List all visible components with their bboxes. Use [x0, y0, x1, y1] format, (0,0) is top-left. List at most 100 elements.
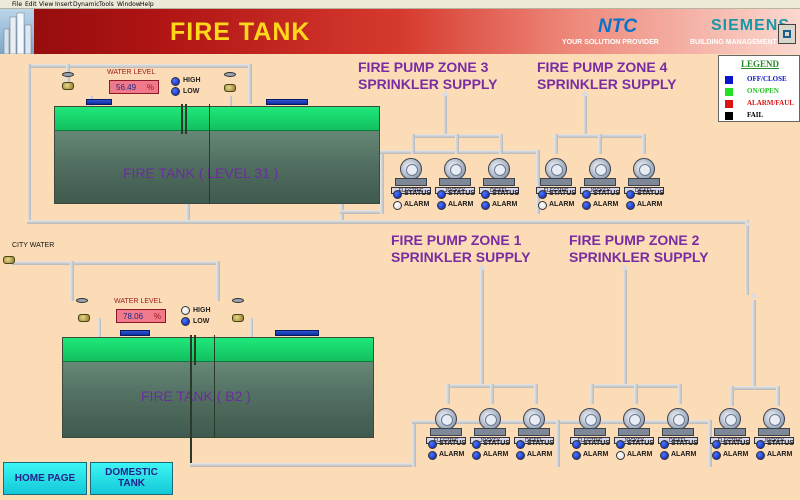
electric-pump-zone-3[interactable]: ELECTRIC	[391, 158, 431, 194]
sprinkler-head-icon	[750, 292, 758, 298]
diesel-pump-zone-1[interactable]: DIESEL	[514, 408, 554, 444]
pump-tag-label: ELECTRIC	[710, 437, 750, 444]
legend-label: OFF/CLOSE	[747, 75, 787, 83]
menu-view[interactable]: View	[39, 1, 54, 8]
menu-file[interactable]: File	[12, 1, 23, 8]
pipe	[534, 384, 538, 404]
zone-title-line1: FIRE PUMP ZONE 2	[569, 232, 700, 248]
pipe	[678, 384, 682, 404]
pump-tag-label: ELECTRIC	[426, 437, 466, 444]
pipe	[556, 420, 560, 467]
tank-hatch	[275, 330, 319, 336]
tank-hatch	[86, 99, 112, 105]
valve-icon[interactable]	[232, 314, 244, 322]
low-level-indicator	[181, 317, 190, 326]
status-label: STATUS	[549, 190, 576, 197]
electric-pump-zone-2[interactable]: ELECTRIC	[570, 408, 610, 444]
alarm-label: ALARM	[767, 451, 793, 458]
siemens-tagline: BUILDING MANAGEMENT SY	[690, 39, 788, 46]
alarm-label: ALARM	[404, 201, 430, 208]
menu-window[interactable]: Window	[117, 1, 141, 8]
pump-base	[483, 178, 515, 186]
alarm-indicator	[572, 451, 581, 460]
alarm-indicator	[582, 201, 591, 210]
legend-swatch	[725, 88, 733, 96]
legend-panel: LEGEND OFF/CLOSE ON/OPEN ALARM/FAUL FAIL	[718, 55, 800, 122]
legend-swatch	[725, 112, 733, 120]
electric-pump-zone-4[interactable]: ELECTRIC	[536, 158, 576, 194]
status-label: STATUS	[593, 190, 620, 197]
zone-title-line1: FIRE PUMP ZONE 4	[537, 59, 668, 75]
alarm-label: ALARM	[527, 451, 553, 458]
water-level-caption: WATER LEVEL	[107, 69, 156, 76]
pipe	[752, 300, 756, 390]
valve-icon[interactable]	[62, 82, 74, 90]
legend-swatch	[725, 100, 733, 108]
jockey-pump-zone-2[interactable]: JOCKEY	[614, 408, 654, 444]
siemens-logo: SIEMENS	[711, 17, 791, 34]
ntc-tagline: YOUR SOLUTION PROVIDER	[562, 39, 659, 46]
alarm-indicator	[756, 451, 765, 460]
alarm-indicator	[516, 451, 525, 460]
status-indicator	[437, 190, 446, 199]
diesel-pump-zone-4[interactable]: DIESEL	[624, 158, 664, 194]
menu-insert[interactable]: Insert	[55, 1, 73, 8]
valve-handle-icon[interactable]	[232, 298, 244, 303]
domestic-tank-label-line1: DOMESTIC	[105, 467, 158, 478]
menu-edit[interactable]: Edit	[25, 1, 37, 8]
pump-tag-label: DIESEL	[479, 187, 519, 194]
valve-handle-icon[interactable]	[224, 72, 236, 77]
legend-item-on-open: ON/OPEN	[723, 86, 800, 98]
home-page-button[interactable]: HOME PAGE	[3, 462, 87, 495]
legend-item-off-close: OFF/CLOSE	[723, 74, 800, 86]
pipe	[554, 134, 558, 154]
status-label: STATUS	[637, 190, 664, 197]
menu-tools[interactable]: Tools	[99, 1, 114, 8]
valve-handle-icon[interactable]	[76, 298, 88, 303]
fire-tank-b2[interactable]: FIRE TANK ( B2 )	[62, 337, 374, 438]
menu-dynamic[interactable]: Dynamic	[73, 1, 100, 8]
jockey-pump-zone-extra[interactable]: JOCKEY	[754, 408, 794, 444]
valve-handle-icon[interactable]	[62, 72, 74, 77]
water-level-display: 78.06 %	[116, 309, 166, 323]
water-level-value: 78.06	[123, 312, 144, 321]
pipe	[745, 220, 749, 295]
status-label: STATUS	[527, 440, 554, 447]
domestic-tank-button[interactable]: DOMESTIC TANK	[90, 462, 173, 495]
pump-base	[584, 178, 616, 186]
pump-impeller-icon	[633, 158, 655, 180]
pipe	[380, 150, 384, 214]
diesel-pump-zone-2[interactable]: DIESEL	[658, 408, 698, 444]
pipe	[490, 384, 494, 404]
pump-tag-label: JOCKEY	[435, 187, 475, 194]
electric-pump-zone-extra[interactable]: ELECTRIC	[710, 408, 750, 444]
valve-icon[interactable]	[224, 84, 236, 92]
pump-base	[628, 178, 660, 186]
page-title: FIRE TANK	[170, 18, 311, 46]
status-label: STATUS	[404, 190, 431, 197]
pump-tag-label: JOCKEY	[580, 187, 620, 194]
window-toggle-button[interactable]	[778, 24, 796, 44]
pipe	[98, 318, 101, 340]
pump-tag-label: ELECTRIC	[536, 187, 576, 194]
diesel-pump-zone-3[interactable]: DIESEL	[479, 158, 519, 194]
alarm-indicator	[472, 451, 481, 460]
electric-pump-zone-1[interactable]: ELECTRIC	[426, 408, 466, 444]
jockey-pump-zone-3[interactable]: JOCKEY	[435, 158, 475, 194]
alarm-indicator	[616, 451, 625, 460]
pump-tag-label: ELECTRIC	[391, 187, 431, 194]
pump-base	[395, 178, 427, 186]
city-water-valve-icon[interactable]	[3, 256, 15, 264]
fire-tank-level-31[interactable]: FIRE TANK ( LEVEL 31 )	[54, 106, 380, 204]
pump-impeller-icon	[488, 158, 510, 180]
jockey-pump-zone-1[interactable]: JOCKEY	[470, 408, 510, 444]
status-label: STATUS	[767, 440, 794, 447]
pipe	[380, 150, 540, 154]
tank-hatch	[266, 99, 308, 105]
valve-icon[interactable]	[78, 314, 90, 322]
menu-help[interactable]: Help	[140, 1, 154, 8]
alarm-label: ALARM	[627, 451, 653, 458]
pump-base	[439, 178, 471, 186]
water-level-value: 56.49	[116, 83, 137, 92]
jockey-pump-zone-4[interactable]: JOCKEY	[580, 158, 620, 194]
